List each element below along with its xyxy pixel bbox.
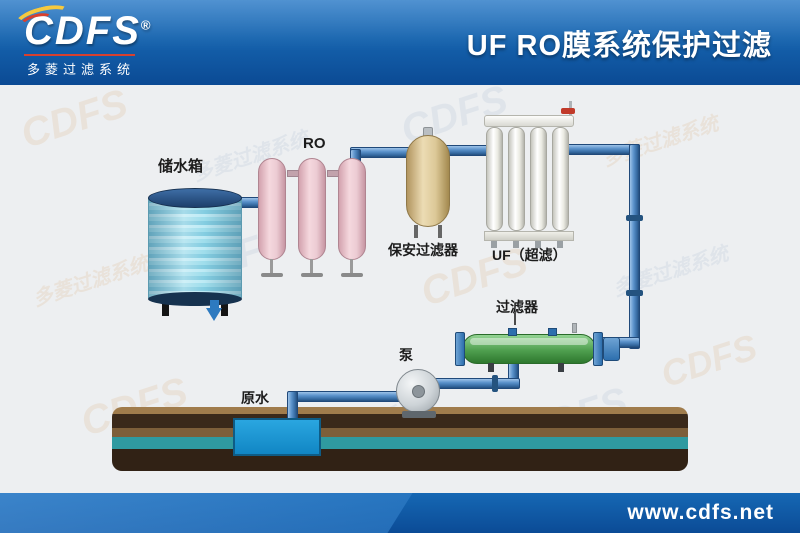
ro-vessel bbox=[298, 158, 326, 260]
pump-volute bbox=[396, 369, 440, 413]
pump-hub bbox=[412, 385, 425, 398]
inline-filter-coupling bbox=[603, 337, 620, 361]
page-title: UF RO膜系统保护过滤 bbox=[466, 29, 772, 62]
security-filter-leg bbox=[438, 225, 442, 238]
uf-membrane-tube bbox=[552, 127, 569, 231]
uf-membrane-tube bbox=[508, 127, 525, 231]
header-bar: CDFS® 多菱过滤系统 UF RO膜系统保护过滤 bbox=[0, 0, 800, 85]
uf-nozzle bbox=[513, 241, 519, 248]
watermark: CDFS bbox=[15, 81, 133, 157]
label-raw-water: 原水 bbox=[241, 390, 269, 406]
process-diagram: CDFS 多菱过滤系统 CDFS 多菱过滤系统 多菱过滤系统 CDFS CDFS… bbox=[0, 77, 800, 493]
ro-stand bbox=[350, 259, 353, 274]
soil-layer-top bbox=[112, 407, 688, 414]
watermark: CDFS bbox=[655, 325, 762, 396]
raw-water-pool bbox=[233, 418, 321, 456]
label-uf: UF（超滤） bbox=[492, 247, 567, 263]
security-filter-body bbox=[406, 135, 450, 227]
uf-top-manifold bbox=[484, 115, 574, 127]
filter-label-pointer bbox=[514, 313, 516, 325]
ro-stand-base bbox=[261, 273, 283, 277]
pipe-pump-suction bbox=[288, 391, 404, 402]
logo-brand-text: CDFS® bbox=[11, 0, 153, 53]
inline-filter-right-flange bbox=[593, 332, 603, 366]
watermark: 多菱过滤系统 bbox=[30, 252, 152, 311]
ro-vessel bbox=[258, 158, 286, 260]
security-filter-vessel bbox=[406, 127, 450, 242]
label-pump: 泵 bbox=[399, 347, 413, 363]
inline-filter-left-flange bbox=[455, 332, 465, 366]
tank-leg bbox=[162, 304, 169, 316]
inline-filter-vent-valve bbox=[572, 323, 577, 333]
pipe-pump-discharge bbox=[434, 378, 520, 389]
inline-filter-leg bbox=[558, 363, 564, 372]
soil-layer-brown bbox=[112, 428, 688, 437]
soil-layer-bottom bbox=[112, 449, 688, 471]
company-logo: CDFS® 多菱过滤系统 bbox=[11, 0, 153, 79]
flow-arrow-stem bbox=[210, 300, 219, 309]
ro-vessel bbox=[338, 158, 366, 260]
storage-tank-base bbox=[148, 292, 242, 306]
pump bbox=[394, 357, 446, 419]
ro-stand bbox=[270, 259, 273, 274]
pump-base bbox=[402, 411, 436, 418]
pipe-flange bbox=[492, 375, 498, 392]
inline-filter-clamp bbox=[548, 328, 557, 336]
website-url: www.cdfs.net bbox=[627, 501, 774, 524]
inline-filter-highlight bbox=[470, 338, 588, 345]
flow-arrow-down-icon bbox=[206, 308, 222, 321]
storage-tank-lid bbox=[148, 188, 242, 208]
ro-stand-base bbox=[341, 273, 363, 277]
inline-filter bbox=[450, 323, 645, 373]
uf-nozzle bbox=[491, 241, 497, 248]
footer-bar: www.cdfs.net bbox=[0, 493, 800, 533]
logo-subtitle: 多菱过滤系统 bbox=[24, 54, 136, 78]
ro-stand bbox=[310, 259, 313, 274]
logo-brand: CDFS bbox=[24, 9, 141, 53]
uf-membrane-tube bbox=[530, 127, 547, 231]
label-filter: 过滤器 bbox=[496, 299, 538, 315]
label-storage-tank: 储水箱 bbox=[158, 158, 204, 175]
ro-membrane-rack bbox=[258, 153, 374, 278]
security-filter-leg bbox=[414, 225, 418, 238]
registered-mark: ® bbox=[140, 17, 153, 33]
inline-filter-clamp bbox=[508, 328, 517, 336]
uf-membrane-tube bbox=[486, 127, 503, 231]
uf-nozzle bbox=[557, 241, 563, 248]
uf-nozzle bbox=[535, 241, 541, 248]
pipe-flange bbox=[626, 290, 643, 296]
label-ro: RO bbox=[303, 135, 326, 152]
pipe-flange bbox=[626, 215, 643, 221]
groundwater-layer bbox=[112, 437, 688, 449]
uf-bottom-manifold bbox=[484, 231, 574, 241]
inline-filter-leg bbox=[488, 363, 494, 372]
storage-tank-body bbox=[148, 198, 242, 298]
label-security-filter: 保安过滤器 bbox=[388, 242, 458, 258]
pipe-main-riser bbox=[629, 144, 640, 349]
storage-tank bbox=[148, 188, 242, 318]
tank-leg bbox=[221, 304, 228, 316]
uf-unit bbox=[484, 101, 576, 251]
ro-stand-base bbox=[301, 273, 323, 277]
uf-valve-handle-icon bbox=[561, 108, 575, 114]
inline-filter-body bbox=[462, 334, 596, 364]
watermark: 多菱过滤系统 bbox=[600, 112, 722, 171]
